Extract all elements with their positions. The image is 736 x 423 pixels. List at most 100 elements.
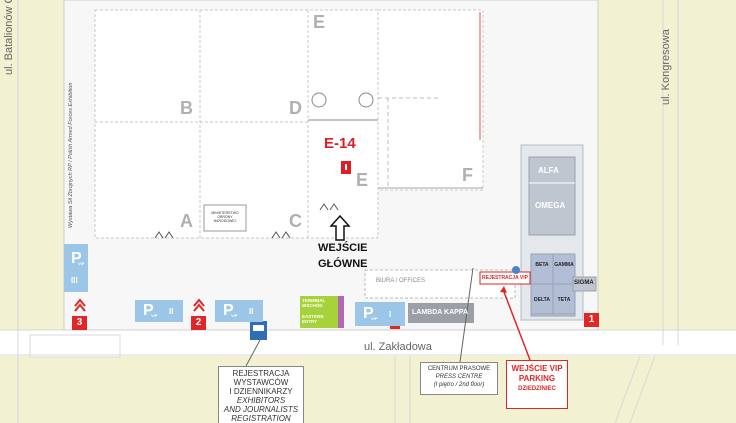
parking-letter: P	[71, 250, 82, 267]
entrance-door-icon	[319, 203, 339, 211]
grass-bottom	[0, 355, 736, 423]
callout-line: EXHIBITORS	[236, 396, 286, 405]
stand-e14-marker-inner	[345, 164, 347, 170]
street-batalionow: ul. Batalionów C	[3, 0, 15, 75]
building-gamma[interactable]	[552, 253, 576, 285]
ministry-room	[203, 204, 247, 232]
vip-registration-box[interactable]	[479, 271, 531, 285]
grass-left	[0, 0, 64, 345]
hall-f-label[interactable]: F	[462, 165, 473, 185]
main-entrance-arrow-icon	[329, 214, 351, 241]
gate-2-badge[interactable]: 2	[191, 316, 206, 330]
parking-number: II	[249, 307, 254, 316]
hall-a-label[interactable]: A	[180, 211, 193, 231]
callout-pointer-registration	[245, 339, 261, 367]
terminal-strip	[338, 296, 344, 328]
parking-vip-sub: VIP	[371, 316, 378, 321]
info-icon	[512, 266, 520, 274]
terminal-line-4: ENTRY	[302, 319, 318, 324]
callout-line: REGISTRATION	[231, 414, 291, 423]
bus-stop-window	[253, 325, 264, 331]
hall-f-outline	[377, 9, 484, 191]
parking-vip-ii-sign[interactable]: P VIP II	[135, 300, 183, 322]
entrance-door-icon	[271, 231, 291, 239]
callout-line: I DZIENNIKARZY	[229, 387, 293, 396]
hall-main-outline	[94, 9, 379, 239]
callout-line: AND JOURNALISTS	[223, 405, 299, 414]
parking-vip-iii-sign[interactable]: P VIP III	[64, 244, 88, 292]
main-entrance-label-1: WEJŚCIE	[318, 242, 368, 254]
road-side	[29, 334, 121, 358]
building-delta-label[interactable]: DELTA	[534, 297, 550, 303]
hall-b-label[interactable]: B	[180, 98, 193, 118]
parking-vip-sub: VIP	[151, 313, 158, 318]
hall-c-label[interactable]: C	[289, 211, 302, 231]
callout-line: CENTRUM PRASOWE	[427, 366, 491, 372]
building-sigma-label[interactable]: SIGMA	[574, 280, 594, 286]
toilet-icon	[311, 92, 327, 108]
stand-e14-label[interactable]: E-14	[324, 135, 356, 152]
exhibition-caption: Wystawa Sił Zbrojnych RP / Polish Armed …	[68, 82, 74, 228]
path-3	[614, 355, 641, 423]
hall-e-label[interactable]: E	[356, 170, 369, 190]
parking-number: III	[71, 276, 78, 285]
registration-callout: REJESTRACJA WYSTAWCÓW I DZIENNIKARZY EXH…	[218, 366, 304, 423]
parking-vip-sub: VIP	[78, 261, 85, 266]
road-zakladowa	[0, 330, 736, 356]
terminal-line-3: EASTERN	[302, 314, 324, 319]
parking-number: I	[389, 310, 392, 319]
toilet-icon	[358, 92, 374, 108]
building-alfa-label[interactable]: ALFA	[538, 166, 559, 175]
callout-line: REJESTRACJA	[232, 369, 290, 378]
callout-line: PRESS CENTRE	[435, 374, 483, 380]
entrance-door-icon	[154, 231, 174, 239]
offices-label: BIURA / OFFICES	[376, 278, 426, 284]
vip-callout: WEJŚCIE VIP PARKING DZIEDZINIEC	[506, 360, 568, 409]
callout-line: PARKING	[518, 374, 556, 383]
street-kongresowa: ul. Kongresowa	[660, 29, 672, 105]
parking-letter: P	[143, 302, 154, 319]
callout-line: DZIEDZINIEC	[518, 386, 556, 392]
vip-registration-label[interactable]: REJESTRACJA VIP	[482, 275, 528, 281]
callout-pointer-press	[459, 267, 474, 363]
parking-vip-ii-sign[interactable]: P VIP II	[215, 300, 263, 322]
terminal-line-2: WSCHÓD	[302, 303, 323, 308]
grass-right	[598, 0, 736, 345]
building-omega-label[interactable]: OMEGA	[535, 201, 566, 210]
building-gamma-label[interactable]: GAMMA	[554, 262, 574, 268]
gate-3-badge[interactable]: 3	[72, 316, 87, 330]
parking-vip-i-sign[interactable]: P VIP I	[355, 302, 405, 326]
main-entrance-label-2: GŁÓWNE	[318, 258, 368, 270]
building-lambda-kappa[interactable]	[408, 303, 474, 323]
path-4	[629, 355, 656, 423]
parking-number: II	[169, 307, 174, 316]
gate-3-arrow-icon	[74, 298, 86, 312]
callout-line: WYSTAWCÓW	[233, 378, 289, 387]
building-teta[interactable]	[552, 283, 576, 315]
terminal-label[interactable]: TERMINAL WSCHÓD EASTERN ENTRY	[302, 298, 325, 324]
callout-line: (I piętro / 2nd floor)	[433, 382, 485, 388]
terminal-eastern-entry[interactable]	[300, 296, 338, 328]
callout-pointer-vip	[503, 291, 531, 361]
hall-d-label[interactable]: D	[289, 98, 302, 118]
building-beta-label[interactable]: BETA	[535, 262, 549, 268]
building-teta-label[interactable]: TETA	[557, 297, 571, 303]
ministry-room-label: MINISTERSTWO OBRONY NARODOWEJ	[211, 211, 239, 223]
parking-vip-sub: VIP	[231, 313, 238, 318]
parking-letter: P	[363, 305, 374, 322]
building-alfa-omega[interactable]	[528, 156, 576, 236]
gate-2-arrow-icon	[193, 298, 205, 312]
street-zakladowa: ul. Zakładowa	[364, 341, 432, 353]
callout-line: WEJŚCIE VIP	[511, 364, 563, 373]
terminal-line-1: TERMINAL	[302, 298, 326, 303]
press-callout: CENTRUM PRASOWE PRESS CENTRE (I piętro /…	[420, 362, 498, 395]
gate-1-badge[interactable]: 1	[584, 313, 599, 327]
building-beta[interactable]	[530, 253, 554, 285]
hall-e-label[interactable]: E	[313, 12, 326, 32]
parking-letter: P	[223, 302, 234, 319]
building-sigma[interactable]	[572, 276, 597, 292]
vip-arrowhead-icon	[500, 286, 507, 293]
lambda-kappa-label[interactable]: LAMBDA KAPPA	[412, 309, 468, 316]
